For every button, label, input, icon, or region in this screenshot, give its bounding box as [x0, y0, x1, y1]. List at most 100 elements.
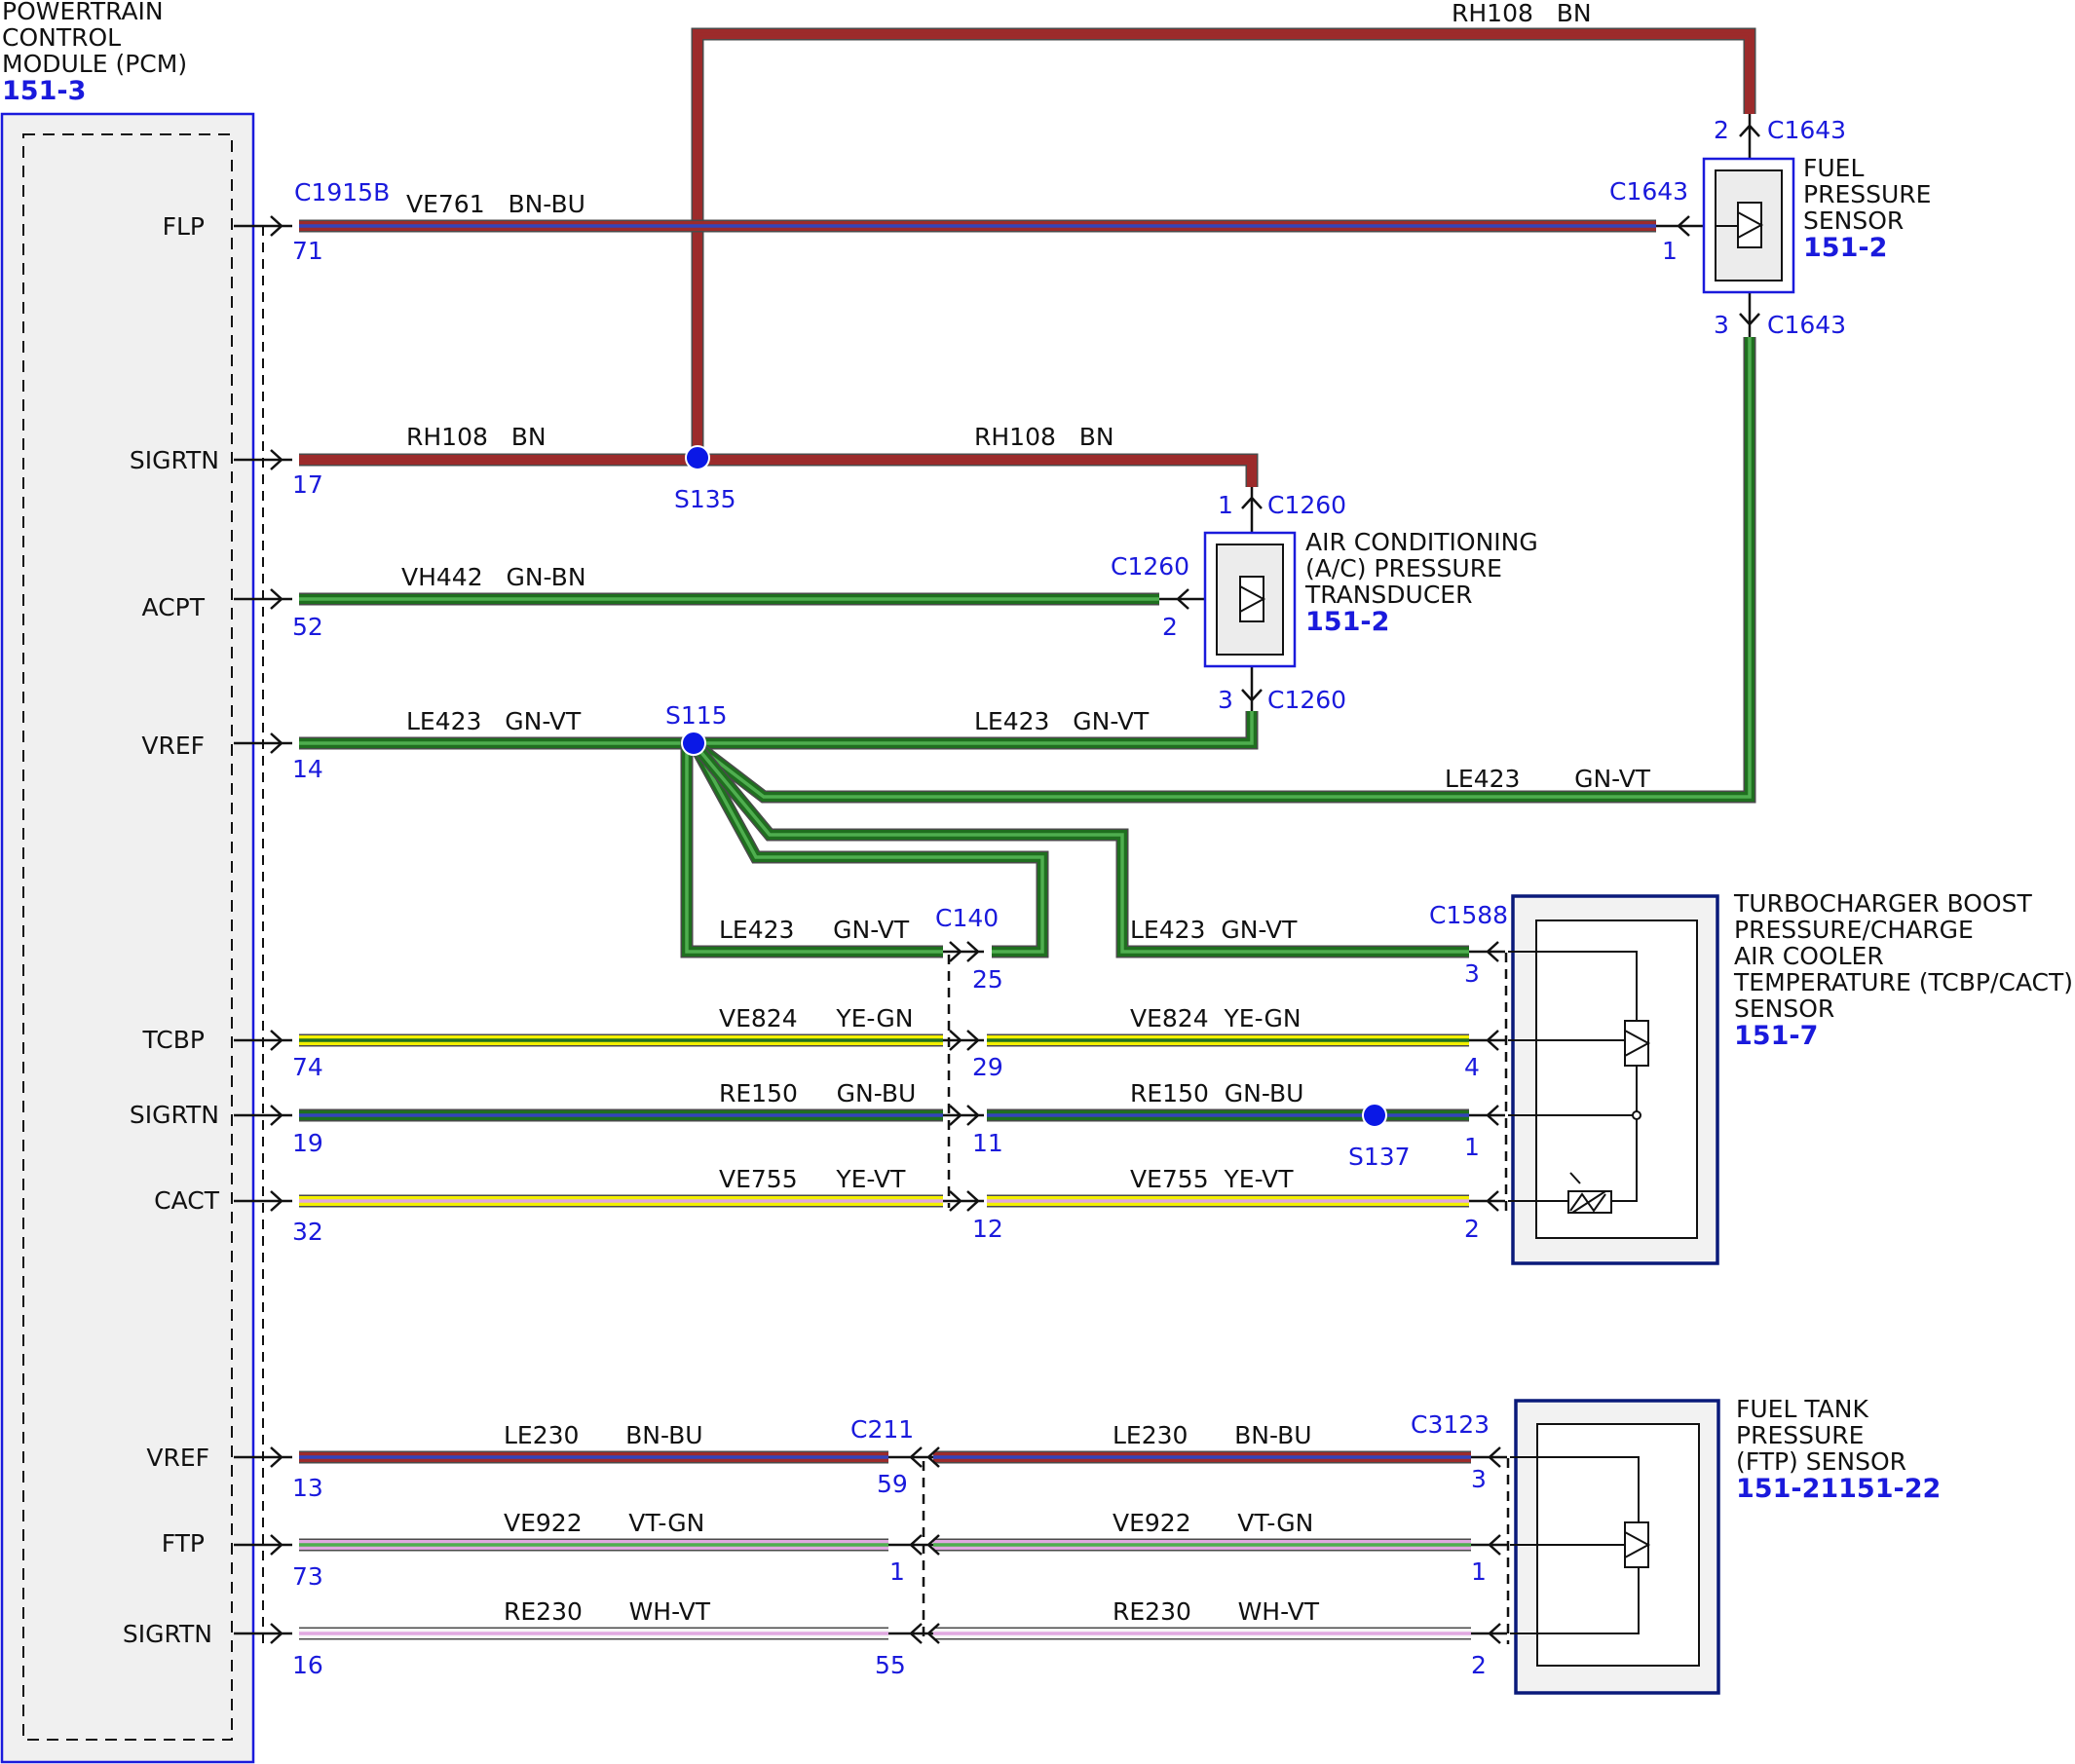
connector-c1915b-label: C1915B — [294, 178, 390, 206]
ftp-name-line-1: FUEL TANK — [1736, 1395, 1868, 1423]
pin-number: 2 — [1162, 613, 1178, 641]
wire-label-rh108-right: RH108 BN — [974, 423, 1114, 451]
wire-labels: RH108 BN VE761 BN-BU RH108 BN RH108 BN V… — [401, 0, 1651, 1626]
pin-label-vref-1: VREF — [141, 732, 205, 760]
wire-label-le423-e: LE423 GN-VT — [1130, 916, 1298, 944]
act-pressure-element-icon — [1239, 576, 1264, 622]
pin-number: 16 — [292, 1651, 323, 1679]
arrow-pcm-acpt — [234, 588, 292, 610]
pin-label-acpt: ACPT — [142, 593, 206, 621]
act-name-line-3: TRANSDUCER — [1304, 581, 1472, 609]
wire-le423-d2-stripe — [692, 742, 1044, 954]
connector-c1643-bottom-label: C1643 — [1767, 311, 1846, 339]
pin-label-tcbp: TCBP — [142, 1026, 206, 1054]
wire-label-ve755-b: VE755 YE-VT — [1130, 1165, 1294, 1193]
arrow-pcm-vref-1 — [234, 732, 292, 754]
ftp-name-line-3: (FTP) SENSOR — [1736, 1447, 1906, 1476]
ftp-pressure-element-icon — [1624, 1521, 1649, 1568]
pin-number: 74 — [292, 1053, 323, 1081]
arrow-c211-55 — [888, 1623, 940, 1644]
wires — [299, 27, 1756, 1640]
pin-number: 3 — [1218, 686, 1233, 714]
connector-c1260-top-label: C1260 — [1267, 491, 1346, 519]
arrow-c3123-2 — [1471, 1623, 1507, 1644]
splice-s137 — [1362, 1103, 1387, 1128]
wire-label-le230-a: LE230 BN-BU — [504, 1421, 703, 1449]
wire-label-re230-b: RE230 WH-VT — [1113, 1597, 1320, 1626]
wire-label-ve824-a: VE824 YE-GN — [719, 1004, 913, 1032]
wire-le423-b — [694, 711, 1257, 748]
splice-s135-label: S135 — [674, 485, 736, 513]
pin-number: 71 — [292, 237, 323, 265]
pin-number: 19 — [292, 1129, 323, 1157]
pin-number: 1 — [1218, 491, 1233, 519]
wire-rh108-right-stripe — [698, 458, 1254, 487]
tcbp-name-line-1: TURBOCHARGER BOOST — [1733, 889, 2032, 918]
pin-number: 32 — [292, 1218, 323, 1246]
tcbp-name-line-4: TEMPERATURE (TCBP/CACT) — [1733, 968, 2073, 996]
connector-c3123-label: C3123 — [1411, 1410, 1490, 1439]
act-name-line-2: (A/C) PRESSURE — [1305, 554, 1502, 582]
wire-label-vh442: VH442 GN-BN — [401, 563, 586, 591]
cact-thermistor-symbol — [1569, 1172, 1606, 1214]
pin-number: 25 — [972, 965, 1003, 994]
wire-label-le230-b: LE230 BN-BU — [1113, 1421, 1312, 1449]
wire-label-le423-c: LE423 GN-VT — [1445, 765, 1651, 793]
pin-number: 12 — [972, 1215, 1003, 1243]
pin-number: 13 — [292, 1474, 323, 1502]
pin-number: 2 — [1464, 1215, 1480, 1243]
fps-ref: 151-2 — [1803, 233, 1887, 263]
arrow-c1588-2 — [1469, 1190, 1505, 1212]
splice-s135 — [685, 445, 710, 470]
pin-number: 1 — [1464, 1133, 1480, 1161]
connector-c1260-side-label: C1260 — [1111, 552, 1189, 581]
pin-label-ftp: FTP — [162, 1529, 205, 1558]
pcm-title-line-2: CONTROL — [2, 23, 121, 52]
connector-c1588-label: C1588 — [1429, 901, 1508, 929]
connector-labels: C1643 C1643 C1643 C1260 C1260 C1260 C140… — [850, 116, 1846, 1444]
connector-c1643-side-label: C1643 — [1609, 177, 1688, 206]
arrow-pcm-sigrtn-2 — [234, 1105, 292, 1126]
arrow-pcm-sigrtn-3 — [234, 1623, 292, 1644]
wire-rh108-top-stripe — [696, 32, 1752, 458]
tcbp-name-line-2: PRESSURE/CHARGE — [1734, 916, 1974, 944]
fps-inner — [1715, 169, 1783, 281]
pcm-title-line-1: POWERTRAIN — [2, 0, 164, 25]
arrow-c1588-1 — [1469, 1105, 1505, 1126]
connector-c211-label: C211 — [850, 1415, 914, 1444]
tcbp-junction — [1632, 1110, 1641, 1120]
pin-number: 3 — [1471, 1465, 1487, 1493]
arrow-c211-1 — [888, 1534, 940, 1556]
wire-label-le423-b: LE423 GN-VT — [974, 707, 1150, 735]
arrow-pcm-flp — [234, 215, 292, 237]
pin-number: 52 — [292, 613, 323, 641]
pcm-inner-dashed — [22, 133, 233, 1741]
pin-number: 1 — [1471, 1558, 1487, 1586]
pin-number: 1 — [889, 1558, 905, 1586]
arrow-pcm-sigrtn-1 — [234, 449, 292, 470]
wire-label-ve922-a: VE922 VT-GN — [504, 1509, 704, 1537]
arrow-c140-25 — [943, 941, 984, 962]
pcm-module: POWERTRAIN CONTROL MODULE (PCM) 151-3 FL… — [0, 0, 390, 1764]
act-ref: 151-2 — [1305, 607, 1389, 637]
connector-c1643-top-label: C1643 — [1767, 116, 1846, 144]
wire-label-le423-d: LE423 GN-VT — [719, 916, 910, 944]
pcm-ref: 151-3 — [2, 76, 86, 106]
arrow-c140-12 — [943, 1190, 984, 1212]
pin-number: 14 — [292, 755, 323, 783]
pcm-outline — [0, 112, 255, 1764]
pin-number: 17 — [292, 470, 323, 499]
wire-label-re230-a: RE230 WH-VT — [504, 1597, 711, 1626]
fps-name-line-2: PRESSURE — [1803, 180, 1931, 208]
tcbp-ref: 151-7 — [1734, 1021, 1818, 1051]
splice-s115-label: S115 — [665, 701, 728, 730]
wire-label-re150-b: RE150 GN-BU — [1130, 1079, 1303, 1107]
wire-label-ve761: VE761 BN-BU — [406, 190, 585, 218]
splices: S135 S115 S137 — [665, 445, 1411, 1171]
tcbp-name-line-3: AIR COOLER — [1734, 942, 1884, 970]
pin-number: 11 — [972, 1129, 1003, 1157]
pin-number: 73 — [292, 1562, 323, 1591]
pin-number: 3 — [1464, 959, 1480, 988]
pin-label-sigrtn-2: SIGRTN — [130, 1101, 219, 1129]
